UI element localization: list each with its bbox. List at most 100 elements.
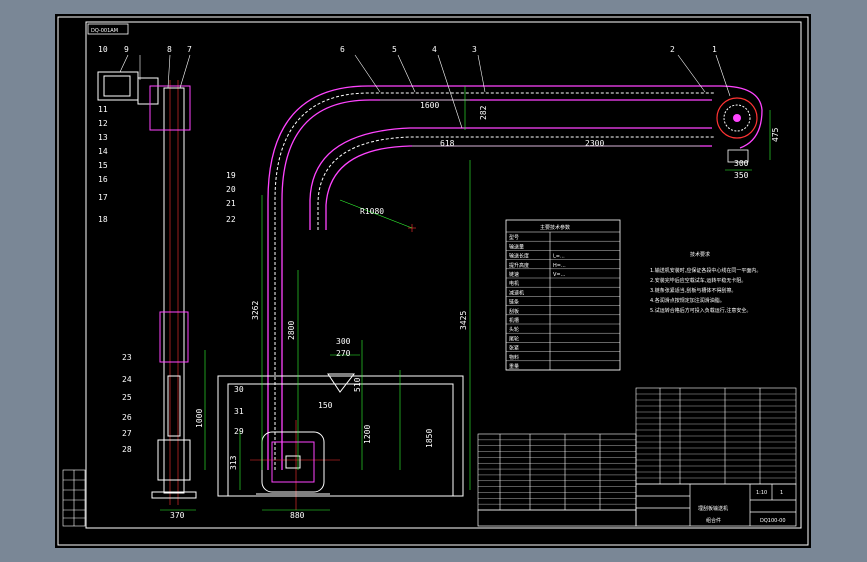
drive-column [151, 87, 197, 499]
callout-4: 4 [432, 45, 437, 54]
code-box-text: DQ-001AM [91, 28, 118, 34]
callout-17: 17 [98, 193, 108, 202]
param-row-label: 电机 [509, 280, 519, 287]
param-row-label: 链速 [509, 271, 519, 278]
motor-reducer [97, 71, 191, 131]
dim-350: 350 [734, 171, 749, 180]
title-text: 埋刮板输送机 [698, 505, 728, 512]
dim-300-top: 300 [734, 159, 749, 168]
dim-1000: 1000 [195, 409, 204, 428]
callouts-top: 10 9 8 7 6 5 4 3 2 1 [98, 45, 717, 54]
param-table-title: 主要技术参数 [540, 224, 570, 231]
param-row-label: 尾轮 [509, 335, 519, 342]
dim-1200: 1200 [363, 425, 372, 444]
param-row-value: V=... [553, 272, 566, 278]
tech-note-1: 1.输送机安装时,应保证各段中心线在同一平面内。 [650, 267, 761, 274]
callout-22: 22 [226, 215, 236, 224]
dim-313: 313 [229, 455, 238, 470]
callouts-left: 11 12 13 14 15 16 17 18 [98, 105, 108, 224]
callout-9: 9 [124, 45, 129, 54]
callouts-right: 19 20 21 22 [226, 171, 236, 224]
param-row-label: 头轮 [509, 326, 519, 333]
callout-31: 31 [234, 407, 244, 416]
sheet-outer-frame [57, 16, 809, 546]
support-frame [217, 373, 464, 497]
callout-3: 3 [472, 45, 477, 54]
callout-30: 30 [234, 385, 244, 394]
param-row-label: 提升高度 [509, 262, 529, 269]
param-row-label: 链条 [509, 299, 519, 306]
tech-note-3: 3.链条张紧适当,刮板与槽体不得刮擦。 [650, 287, 736, 294]
dim-2300: 2300 [585, 139, 604, 148]
callouts-lower-mid: 30 31 29 [234, 385, 244, 436]
callout-2: 2 [670, 45, 675, 54]
param-row-label: 输送量 [509, 243, 524, 250]
dim-270: 270 [336, 349, 351, 358]
left-revision-strip [62, 469, 86, 527]
title-block [477, 483, 797, 527]
callout-20: 20 [226, 185, 236, 194]
callout-12: 12 [98, 119, 108, 128]
code-box [87, 23, 129, 35]
drawing-background [55, 14, 811, 548]
dim-3425: 3425 [459, 311, 468, 330]
callout-26: 26 [122, 413, 132, 422]
callout-5: 5 [392, 45, 397, 54]
dim-282: 282 [479, 105, 488, 120]
dim-880: 880 [290, 511, 305, 520]
dim-370: 370 [170, 511, 185, 520]
dim-510: 510 [353, 377, 362, 392]
callout-18: 18 [98, 215, 108, 224]
dim-150: 150 [318, 401, 333, 410]
param-row-label: 物料 [509, 354, 519, 361]
callout-7: 7 [187, 45, 192, 54]
tech-note-4: 4.各润滑点按规定加注润滑油脂。 [650, 297, 725, 304]
param-row-value: L=... [553, 254, 565, 260]
param-row-label: 减速机 [509, 289, 524, 296]
sheet-inner-frame [85, 21, 802, 529]
parts-rows [478, 393, 796, 505]
callout-8: 8 [167, 45, 172, 54]
callout-10: 10 [98, 45, 108, 54]
conveyor-chain [274, 92, 715, 470]
head-sprocket [716, 97, 758, 163]
param-row-label: 输送长度 [509, 253, 529, 260]
scale-text: 1:10 [756, 490, 767, 496]
conveyor-casing [267, 85, 763, 470]
dim-2800: 2800 [287, 321, 296, 340]
param-row-label: 型号 [509, 234, 519, 241]
callout-14: 14 [98, 147, 108, 156]
centerlines [169, 80, 416, 510]
param-row-label: 张紧 [509, 345, 519, 352]
tech-notes: 技术要求 1.输送机安装时,应保证各段中心线在同一平面内。 2.安装完毕后应空载… [650, 251, 761, 314]
callout-11: 11 [98, 105, 108, 114]
dim-1600: 1600 [420, 101, 439, 110]
callout-6: 6 [340, 45, 345, 54]
material-text: 组合件 [706, 517, 721, 524]
tech-note-2: 2.安装完毕后应空载试车,运转平稳无卡阻。 [650, 277, 746, 284]
dim-r1080: R1080 [360, 207, 384, 216]
param-row-label: 机槽 [509, 317, 519, 324]
callout-13: 13 [98, 133, 108, 142]
callout-29: 29 [234, 427, 244, 436]
dim-475: 475 [771, 127, 780, 142]
callout-25: 25 [122, 393, 132, 402]
tech-notes-title: 技术要求 [690, 251, 710, 258]
leader-lines [119, 54, 731, 129]
callout-1: 1 [712, 45, 717, 54]
sheet-text: 1 [780, 490, 783, 496]
callout-16: 16 [98, 175, 108, 184]
callout-24: 24 [122, 375, 132, 384]
dim-1850: 1850 [425, 429, 434, 448]
callout-15: 15 [98, 161, 108, 170]
callout-23: 23 [122, 353, 132, 362]
dim-618: 618 [440, 139, 455, 148]
param-row-label: 重量 [509, 363, 519, 370]
callouts-lower-left: 23 24 25 26 27 28 [122, 353, 132, 454]
drawing-no-text: DQ100-00 [760, 518, 786, 524]
param-row-label: 刮板 [509, 308, 519, 315]
dim-300-mid: 300 [336, 337, 351, 346]
